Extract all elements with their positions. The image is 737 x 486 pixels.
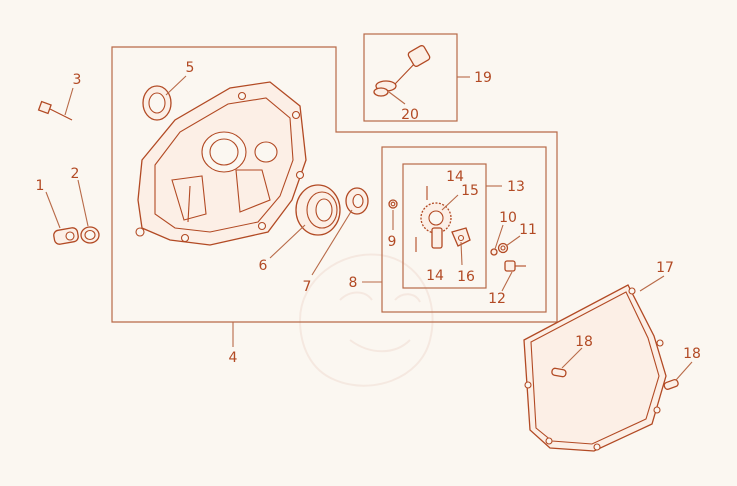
watermark-figure [298,253,434,387]
callout-14-upper: 14 [446,169,464,185]
leader-1 [45,191,61,229]
callout-8: 8 [349,275,358,291]
callout-12: 12 [488,291,506,307]
callout-17: 17 [656,260,674,276]
leader-15 [441,194,459,211]
leader-12 [501,271,513,292]
leader-3 [64,87,74,116]
callout-13: 13 [507,179,525,195]
callout-19: 19 [474,70,492,86]
leader-11 [505,235,521,247]
callout-14-lower: 14 [426,268,444,284]
part-5-oil-seal [142,85,172,121]
part-17-gasket [523,284,667,452]
crankcase-cover-assembly-box [111,46,558,323]
leader-18-left [561,347,583,369]
governor-gear-subassembly-box [402,163,487,289]
callout-10: 10 [499,210,517,226]
leader-17 [639,275,665,292]
leader-7 [311,209,353,276]
part-20-washer [373,87,389,97]
leader-18-right [675,361,693,381]
part-12-bolt [504,260,526,272]
callout-1: 1 [36,178,45,194]
callout-18-right: 18 [683,346,701,362]
part-18-dowel-left [551,367,567,378]
part-11-washer [497,242,509,254]
callout-9: 9 [388,234,397,250]
part-19-breather-valve [375,45,431,92]
part-3-bolt [37,100,73,121]
leader-16 [460,241,463,266]
callout-16: 16 [457,269,475,285]
part-1-drain-plug [53,227,79,245]
part-18-dowel-right [663,378,679,390]
callout-7: 7 [303,279,312,295]
callout-5: 5 [186,60,195,76]
part-15-governor-gear [420,202,452,249]
part-6-bearing [295,184,341,236]
callout-3: 3 [73,72,82,88]
part-2-washer [80,226,100,244]
callout-2: 2 [71,166,80,182]
callout-6: 6 [259,258,268,274]
callout-4: 4 [229,350,238,366]
part-16-governor-sleeve [451,227,471,247]
governor-assembly-box [381,146,547,313]
callout-20: 20 [401,107,419,123]
part-10-washer [490,248,498,256]
callout-15: 15 [461,183,479,199]
part-7-bearing [345,187,369,215]
leader-10 [494,224,504,250]
leader-20 [388,91,406,105]
leader-5 [165,75,187,96]
callout-11: 11 [519,222,537,238]
part-9-washer [388,199,398,209]
leader-6 [269,224,306,259]
callout-18-left: 18 [575,334,593,350]
part-4-crankcase-cover [135,81,307,246]
leader-2 [77,179,89,227]
